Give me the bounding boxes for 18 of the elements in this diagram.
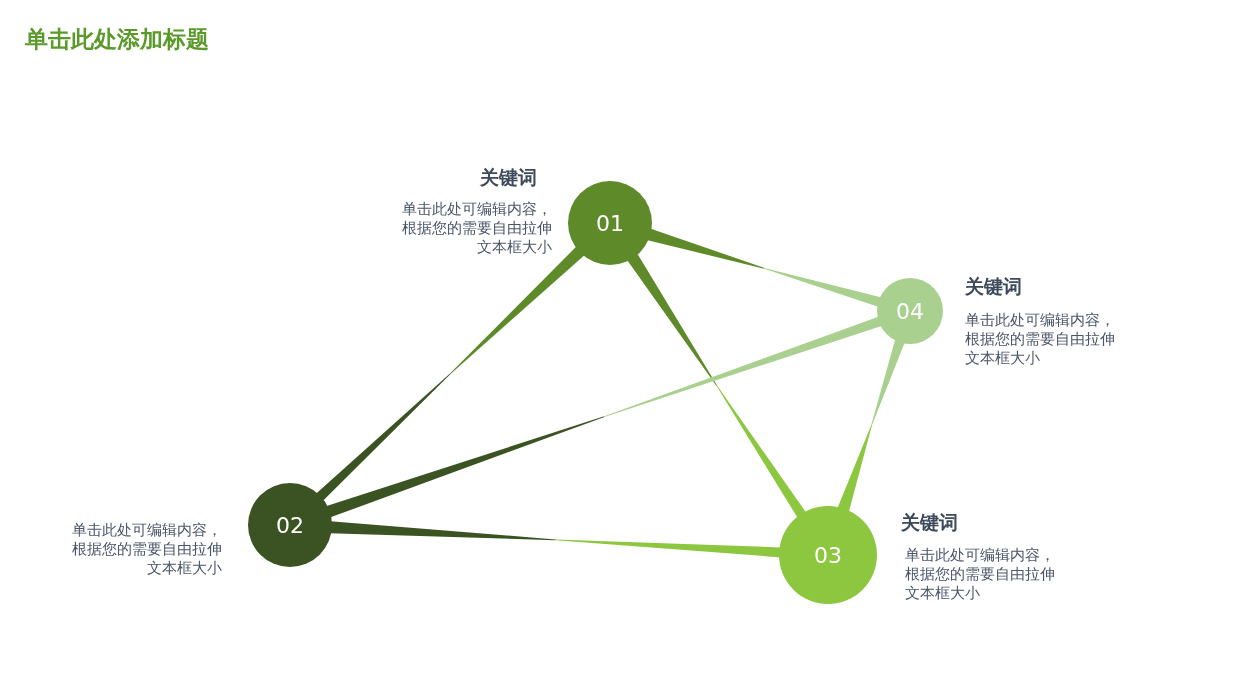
connector-line — [646, 228, 882, 308]
keyword-heading: 关键词 — [965, 274, 1022, 299]
connector-line — [325, 316, 883, 518]
keyword-heading: 关键词 — [480, 165, 537, 190]
number-circle: 04 — [877, 278, 943, 344]
keyword-heading: 关键词 — [901, 510, 958, 535]
description-text: 单击此处可编辑内容，根据您的需要自由拉伸文本框大小 — [401, 200, 552, 257]
connector-line — [626, 253, 807, 519]
description-text: 单击此处可编辑内容，根据您的需要自由拉伸文本框大小 — [965, 311, 1116, 368]
description-text: 单击此处可编辑内容，根据您的需要自由拉伸文本框大小 — [905, 546, 1056, 603]
connector-line — [315, 246, 585, 502]
connector-line — [329, 521, 782, 558]
number-circle: 02 — [248, 483, 332, 567]
description-text: 单击此处可编辑内容，根据您的需要自由拉伸文本框大小 — [71, 521, 222, 578]
connector-line — [837, 338, 905, 513]
title: 单击此处添加标题 — [25, 25, 209, 54]
number-circle: 03 — [779, 506, 877, 604]
number-circle: 01 — [568, 181, 652, 265]
